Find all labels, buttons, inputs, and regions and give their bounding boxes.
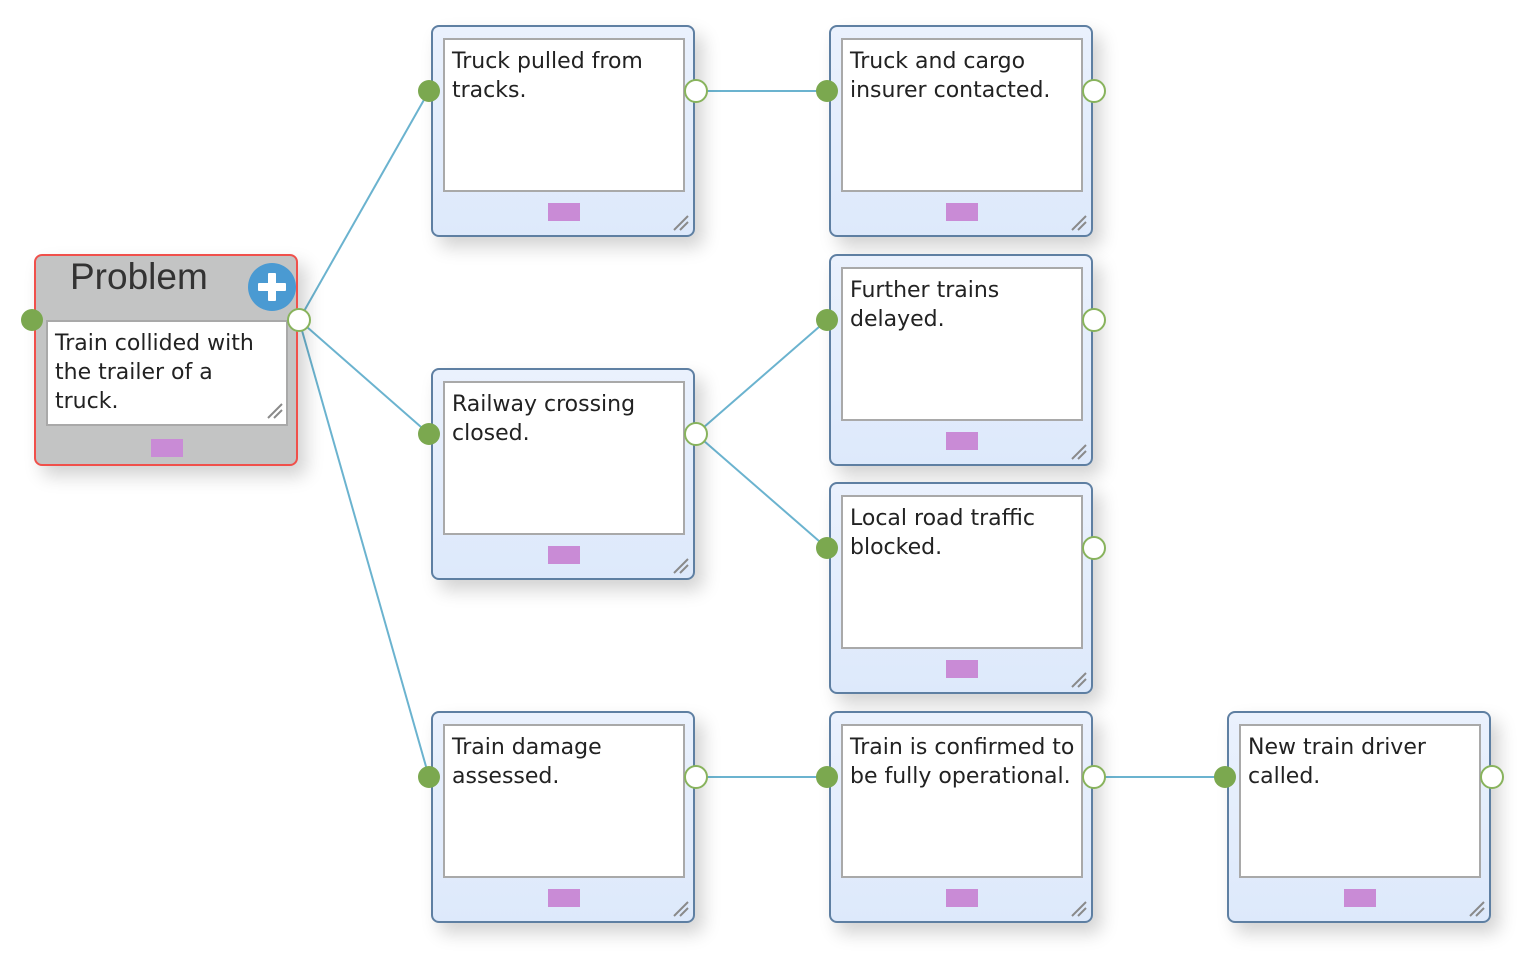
input-port[interactable]: [816, 309, 838, 331]
node-text[interactable]: New train driver called.: [1239, 724, 1481, 878]
resize-handle-icon[interactable]: [1068, 898, 1088, 918]
resize-handle-icon[interactable]: [1466, 898, 1486, 918]
node-tag[interactable]: [946, 432, 978, 450]
output-port[interactable]: [1082, 308, 1106, 332]
node-further-trains[interactable]: Further trains delayed.: [829, 254, 1093, 466]
node-new-driver[interactable]: New train driver called.: [1227, 711, 1491, 923]
resize-handle-icon[interactable]: [670, 555, 690, 575]
node-damage-assessed[interactable]: Train damage assessed.: [431, 711, 695, 923]
output-port[interactable]: [1082, 79, 1106, 103]
node-local-road[interactable]: Local road traffic blocked.: [829, 482, 1093, 694]
input-port[interactable]: [816, 80, 838, 102]
resize-handle-icon[interactable]: [670, 898, 690, 918]
connector-problem-to-damage-assessed[interactable]: [298, 319, 430, 778]
problem-output-port[interactable]: [287, 308, 311, 332]
node-text[interactable]: Train damage assessed.: [443, 724, 685, 878]
connector-problem-to-railway-closed[interactable]: [298, 319, 430, 435]
node-text[interactable]: Truck and cargo insurer contacted.: [841, 38, 1083, 192]
output-port[interactable]: [684, 765, 708, 789]
input-port[interactable]: [816, 766, 838, 788]
connector-railway-closed-to-local-road[interactable]: [695, 433, 828, 549]
node-train-confirmed[interactable]: Train is confirmed to be fully operation…: [829, 711, 1093, 923]
output-port[interactable]: [1082, 536, 1106, 560]
input-port[interactable]: [816, 537, 838, 559]
output-port[interactable]: [684, 79, 708, 103]
node-text[interactable]: Further trains delayed.: [841, 267, 1083, 421]
node-text[interactable]: Truck pulled from tracks.: [443, 38, 685, 192]
node-tag[interactable]: [946, 889, 978, 907]
node-tag[interactable]: [548, 889, 580, 907]
resize-handle-icon[interactable]: [1068, 212, 1088, 232]
input-port[interactable]: [418, 80, 440, 102]
plus-circle-icon[interactable]: [248, 263, 296, 311]
node-tag[interactable]: [548, 546, 580, 564]
resize-handle-icon[interactable]: [1068, 669, 1088, 689]
resize-handle-icon[interactable]: [1068, 441, 1088, 461]
problem-input-port[interactable]: [21, 309, 43, 331]
connector-railway-closed-to-further-trains[interactable]: [695, 319, 828, 435]
problem-title: Problem: [70, 256, 208, 297]
node-truck-pulled[interactable]: Truck pulled from tracks.: [431, 25, 695, 237]
input-port[interactable]: [1214, 766, 1236, 788]
problem-text[interactable]: Train collided with the trailer of a tru…: [46, 320, 288, 426]
resize-handle-icon[interactable]: [264, 400, 284, 420]
node-tag[interactable]: [151, 439, 183, 457]
node-tag[interactable]: [946, 203, 978, 221]
input-port[interactable]: [418, 766, 440, 788]
connector-problem-to-truck-pulled[interactable]: [298, 90, 430, 321]
node-text[interactable]: Local road traffic blocked.: [841, 495, 1083, 649]
node-text[interactable]: Train is confirmed to be fully operation…: [841, 724, 1083, 878]
output-port[interactable]: [1082, 765, 1106, 789]
node-tag[interactable]: [946, 660, 978, 678]
output-port[interactable]: [684, 422, 708, 446]
node-railway-closed[interactable]: Railway crossing closed.: [431, 368, 695, 580]
node-insurer-contacted[interactable]: Truck and cargo insurer contacted.: [829, 25, 1093, 237]
output-port[interactable]: [1480, 765, 1504, 789]
node-text[interactable]: Railway crossing closed.: [443, 381, 685, 535]
input-port[interactable]: [418, 423, 440, 445]
node-tag[interactable]: [548, 203, 580, 221]
resize-handle-icon[interactable]: [670, 212, 690, 232]
problem-node[interactable]: Problem Train collided with the trailer …: [34, 254, 298, 466]
node-tag[interactable]: [1344, 889, 1376, 907]
